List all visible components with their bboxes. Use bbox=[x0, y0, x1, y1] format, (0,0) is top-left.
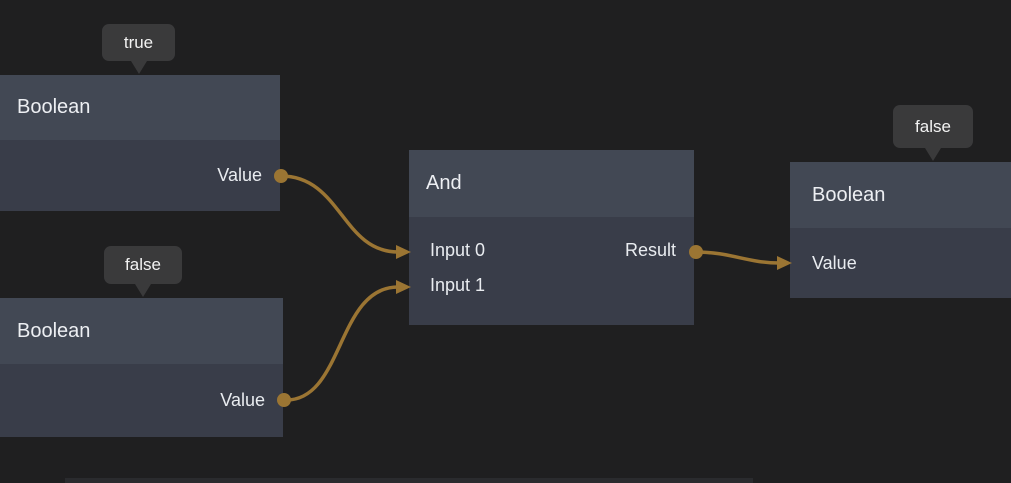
node-boolean-1[interactable]: Boolean Value bbox=[0, 75, 280, 211]
node-and-body: Input 0 Result Input 1 bbox=[409, 217, 694, 325]
port-label-input0: Input 0 bbox=[430, 240, 486, 260]
node-title: Boolean bbox=[17, 96, 91, 118]
badge-text: false bbox=[915, 116, 951, 136]
node-title: Boolean bbox=[17, 319, 91, 342]
port-label-input1: Input 1 bbox=[430, 275, 486, 295]
value-badge-true: true bbox=[102, 24, 175, 61]
wire-bool2-value-to-and-input1[interactable] bbox=[282, 285, 400, 402]
port-row-1: Input 1 bbox=[409, 268, 694, 303]
port-label-value-in: Value bbox=[812, 252, 857, 273]
badge-text: false bbox=[125, 255, 161, 274]
value-badge-false-right: false bbox=[893, 105, 973, 148]
node-and-titlebar[interactable]: And bbox=[409, 150, 694, 217]
port-label-value-out: Value bbox=[217, 165, 262, 185]
port-row-0: Input 0 Result bbox=[409, 233, 694, 268]
node-boolean-3-titlebar[interactable]: Boolean bbox=[790, 162, 1011, 228]
wire-and-result-to-bool3-value[interactable] bbox=[694, 250, 781, 265]
badge-text: true bbox=[123, 32, 154, 52]
wire-bool1-value-to-and-input0[interactable] bbox=[279, 174, 400, 254]
node-boolean-3-body: Value bbox=[790, 228, 1011, 298]
node-boolean-2-titlebar[interactable]: Boolean bbox=[0, 298, 283, 364]
node-boolean-1-titlebar[interactable]: Boolean bbox=[0, 75, 280, 140]
port-label-result: Result bbox=[624, 240, 676, 260]
value-badge-false-left: false bbox=[104, 246, 182, 284]
node-boolean-2[interactable]: Boolean Value bbox=[0, 298, 283, 437]
node-boolean-1-body: Value bbox=[0, 140, 280, 211]
node-title: And bbox=[426, 172, 462, 194]
node-boolean-2-body: Value bbox=[0, 364, 283, 437]
node-boolean-3[interactable]: Boolean Value bbox=[790, 162, 1011, 298]
partial-node-edge bbox=[65, 478, 753, 483]
node-title: Boolean bbox=[812, 183, 886, 206]
node-and[interactable]: And Input 0 Result Input 1 bbox=[409, 150, 694, 325]
port-label-value-out: Value bbox=[220, 390, 265, 410]
